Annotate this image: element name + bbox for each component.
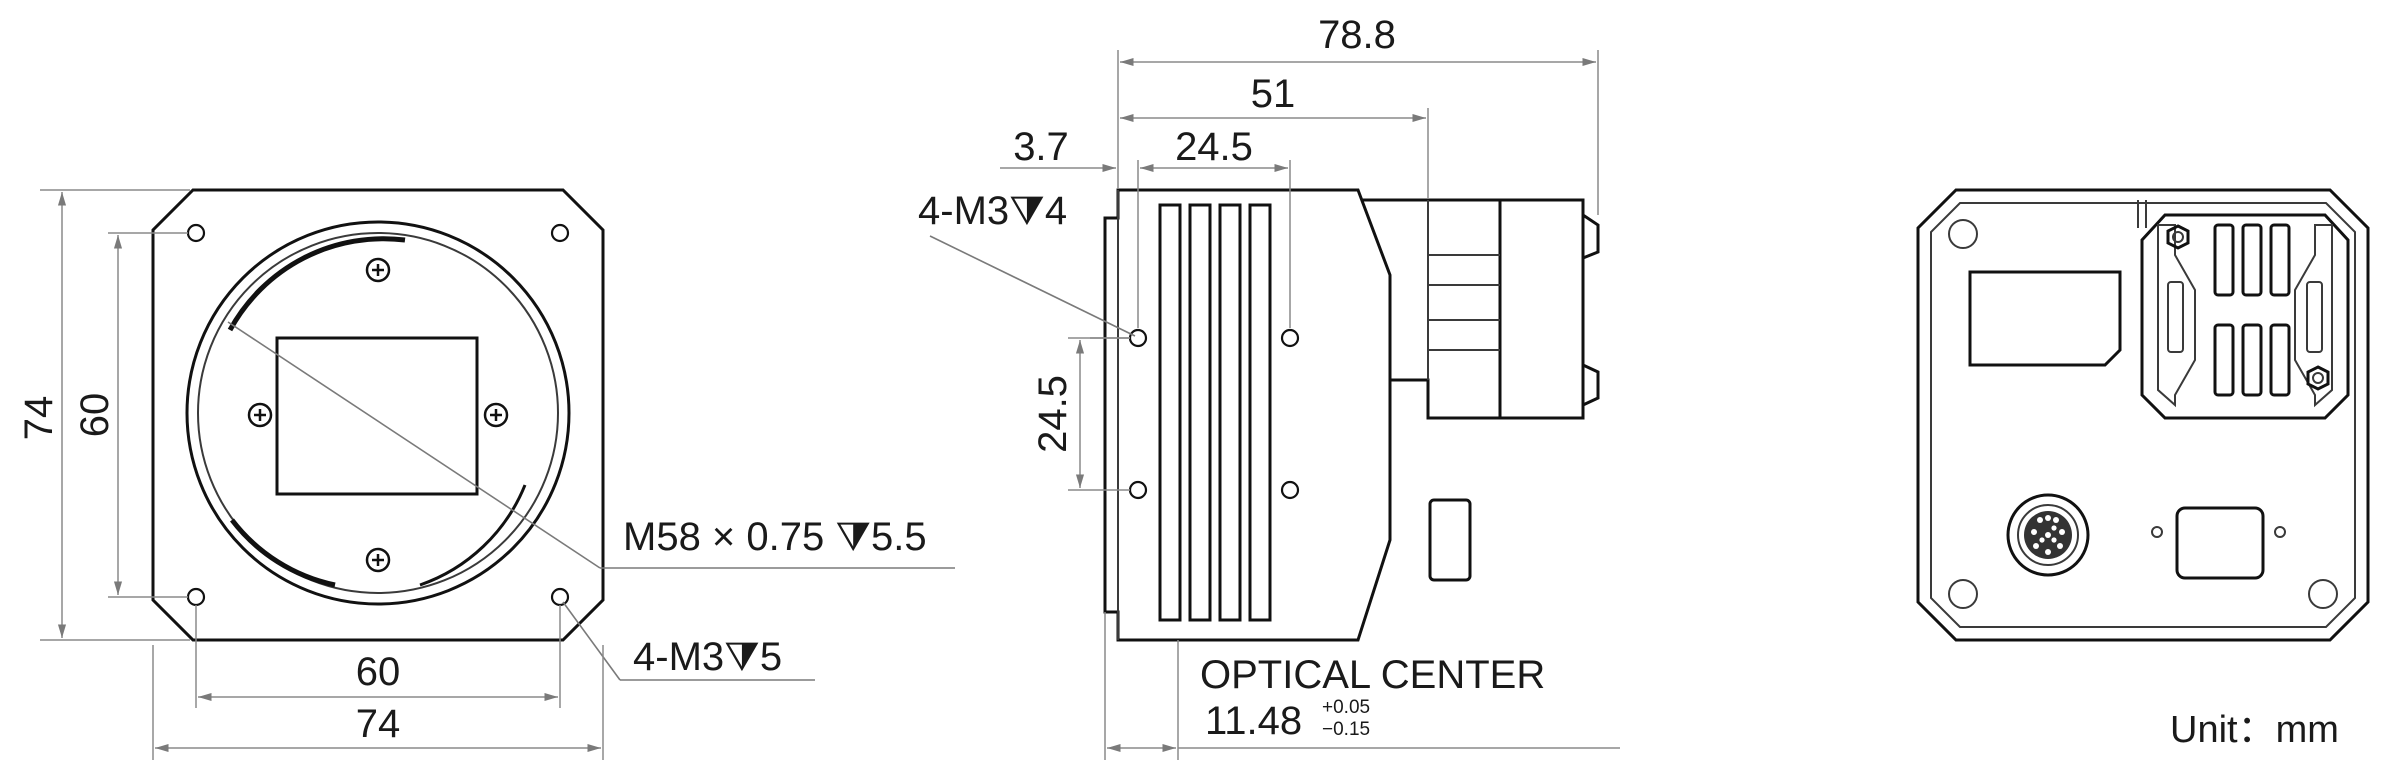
dim-width-60: 60 [356, 650, 401, 694]
dim-total-length: 78.8 [1318, 13, 1396, 57]
front-view [40, 188, 955, 760]
dim-hole-spacing-y: 24.5 [1031, 375, 1075, 453]
tolerance-plus: +0.05 [1322, 697, 1370, 718]
dim-width-74: 74 [356, 702, 401, 746]
optical-center-value: 11.48 [1205, 699, 1302, 743]
dim-hole-spacing-x: 24.5 [1175, 125, 1253, 169]
dim-height-74: 74 [17, 396, 61, 441]
tolerance-minus: −0.15 [1322, 719, 1370, 740]
dim-height-60: 60 [73, 393, 117, 438]
rear-view [1916, 188, 2370, 642]
optical-center-label: OPTICAL CENTER [1200, 653, 1545, 697]
dim-body-length: 51 [1251, 72, 1296, 116]
side-holes-label: 4-M3⧩4 [918, 189, 1067, 233]
dim-hole-offset: 3.7 [1013, 125, 1069, 169]
front-holes-label: 4-M3⧩5 [633, 635, 782, 679]
side-view [929, 50, 1620, 760]
mount-thread-label: M58 × 0.75 ⧩5.5 [623, 515, 927, 559]
unit-note: Unit：mm [2170, 709, 2339, 751]
